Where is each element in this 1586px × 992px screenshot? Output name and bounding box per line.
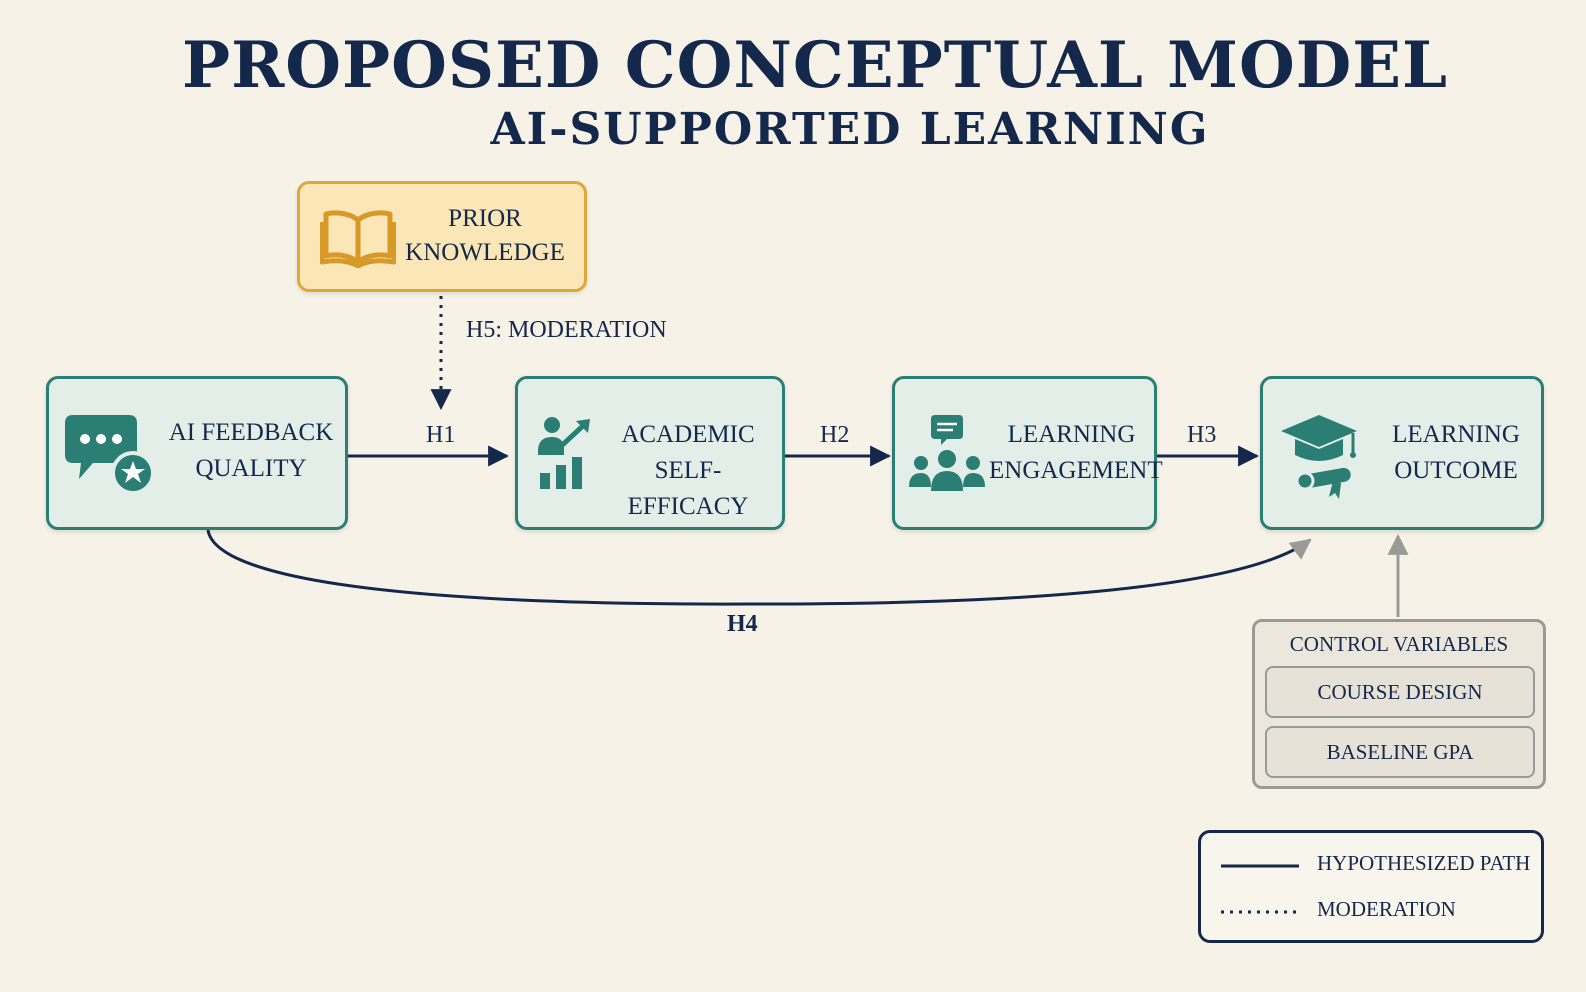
academic-self-efficacy-box: ACADEMIC SELF-EFFICACY (515, 376, 785, 530)
prior-knowledge-line1: PRIOR (448, 205, 522, 232)
h1-label: H1 (426, 422, 456, 448)
group-discussion-icon (909, 415, 985, 491)
academic-self-efficacy-label: ACADEMIC SELF-EFFICACY (598, 417, 778, 525)
open-book-icon (320, 210, 396, 268)
legend-hypothesized-path-label: HYPOTHESIZED PATH (1317, 851, 1531, 875)
control-variables-heading: CONTROL VARIABLES (1289, 632, 1509, 656)
graduation-icon (1281, 415, 1357, 499)
legend-dotted-line (1221, 910, 1299, 914)
ai-feedback-line2: QUALITY (195, 455, 307, 482)
engagement-line2: ENGAGEMENT (989, 457, 1163, 484)
h2-label: H2 (820, 422, 850, 448)
legend-moderation-label: MODERATION (1317, 897, 1456, 921)
prior-knowledge-label: PRIOR KNOWLEDGE (400, 202, 570, 270)
outcome-line1: LEARNING (1392, 421, 1520, 448)
learning-outcome-label: LEARNING OUTCOME (1371, 417, 1541, 489)
h4-label: H4 (727, 611, 758, 637)
engagement-line1: LEARNING (1007, 421, 1136, 448)
ai-feedback-quality-box: AI FEEDBACK QUALITY (46, 376, 348, 530)
chat-star-icon (65, 415, 155, 495)
learning-outcome-box: LEARNING OUTCOME (1260, 376, 1544, 530)
h5-label: H5: MODERATION (466, 317, 667, 343)
h4-arrow (206, 529, 1312, 606)
diagram-title: PROPOSED CONCEPTUAL MODEL (181, 28, 1449, 103)
academic-line2: SELF-EFFICACY (627, 457, 749, 520)
diagram-subtitle: AI-SUPPORTED LEARNING (490, 104, 1210, 155)
outcome-line2: OUTCOME (1394, 457, 1518, 484)
ai-feedback-quality-label: AI FEEDBACK QUALITY (161, 415, 341, 487)
ai-feedback-line1: AI FEEDBACK (168, 419, 334, 446)
legend: HYPOTHESIZED PATH MODERATION (1198, 830, 1544, 943)
control-variable-course-design: COURSE DESIGN (1265, 666, 1535, 718)
academic-line1: ACADEMIC (621, 421, 755, 448)
prior-knowledge-box: PRIOR KNOWLEDGE (297, 181, 587, 292)
prior-knowledge-line2: KNOWLEDGE (405, 239, 565, 266)
h3-label: H3 (1187, 422, 1217, 448)
legend-solid-line (1221, 864, 1299, 868)
control-variables-box: CONTROL VARIABLES COURSE DESIGN BASELINE… (1252, 619, 1546, 789)
growth-chart-icon (538, 417, 590, 489)
control-variable-baseline-gpa: BASELINE GPA (1265, 726, 1535, 778)
learning-engagement-label: LEARNING ENGAGEMENT (989, 417, 1163, 489)
learning-engagement-box: LEARNING ENGAGEMENT (892, 376, 1163, 530)
